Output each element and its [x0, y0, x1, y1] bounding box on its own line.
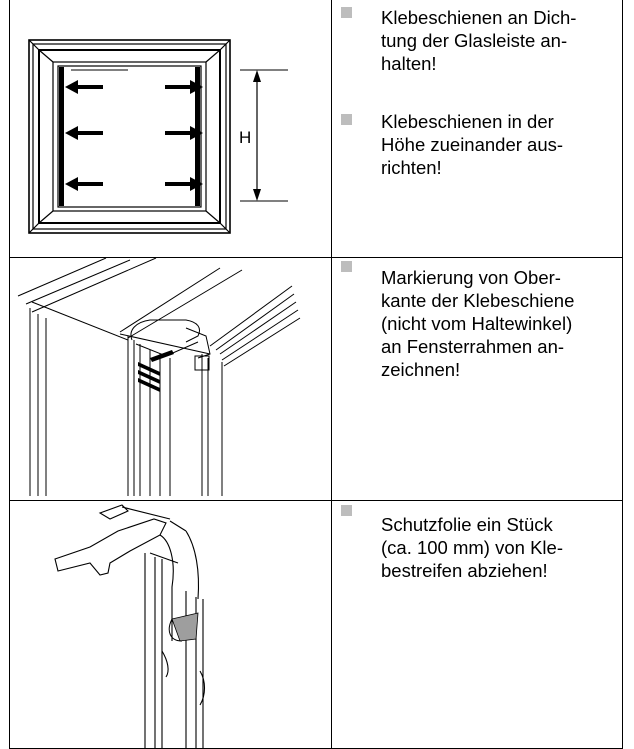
instruction-row-2: Markierung von Ober- kante der Klebeschi… — [10, 258, 622, 501]
instruction-text: Markierung von Ober- kante der Klebeschi… — [381, 267, 575, 380]
bullet-marker — [341, 7, 352, 18]
adhesive-strip-peeling-illustration — [54, 504, 206, 749]
instruction-text: Schutzfolie ein Stück (ca. 100 mm) von K… — [381, 514, 563, 581]
height-dimension-label: H — [239, 128, 252, 147]
instruction-row-1: H Klebeschienen an Dich- tung der Glasle… — [10, 0, 622, 258]
glazing-bead-marking-illustration — [17, 258, 301, 496]
instruction-text-cell: Markierung von Ober- kante der Klebeschi… — [333, 258, 622, 500]
bullet-marker — [341, 261, 352, 272]
marking-diagram-cell — [10, 258, 332, 500]
instruction-text-cell: Klebeschienen an Dich- tung der Glasleis… — [333, 0, 622, 257]
bullet-marker — [341, 114, 352, 125]
instruction-text-cell: Schutzfolie ein Stück (ca. 100 mm) von K… — [333, 501, 622, 749]
instruction-table: H Klebeschienen an Dich- tung der Glasle… — [9, 0, 623, 749]
bullet-marker — [341, 505, 352, 516]
protective-film-diagram-cell — [10, 501, 332, 749]
instruction-text: Klebeschienen in der Höhe zueinander aus… — [381, 111, 564, 178]
instruction-row-3: Schutzfolie ein Stück (ca. 100 mm) von K… — [10, 501, 622, 749]
window-frame-diagram — [28, 39, 288, 234]
instruction-text: Klebeschienen an Dich- tung der Glasleis… — [381, 7, 577, 74]
frame-diagram-cell: H — [10, 0, 332, 257]
